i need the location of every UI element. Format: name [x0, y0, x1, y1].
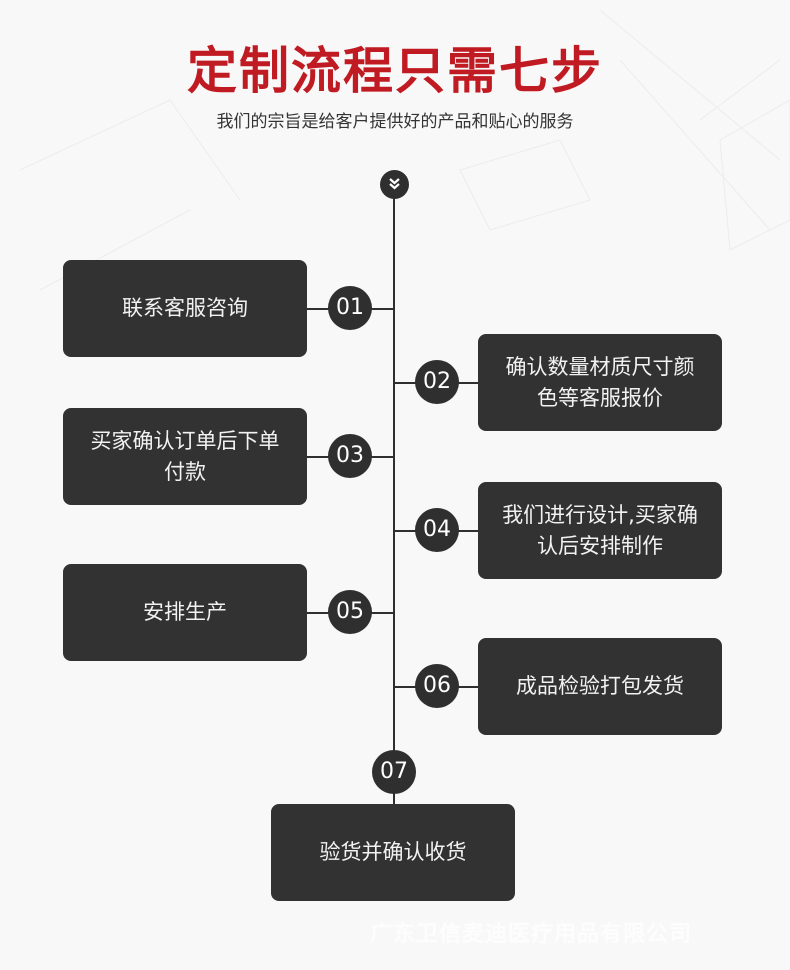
step-04-number-badge: 04: [415, 508, 459, 552]
page-title: 定制流程只需七步: [187, 42, 603, 100]
step-03-box: 买家确认订单后下单付款: [63, 408, 307, 505]
company-watermark: 广东卫信麦迪医疗用品有限公司: [370, 922, 693, 947]
step-07-number-badge: 07: [372, 750, 416, 794]
step-04-box: 我们进行设计,买家确认后安排制作: [478, 482, 722, 579]
step-04-text: 我们进行设计,买家确认后安排制作: [502, 502, 698, 558]
step-05-box: 安排生产: [63, 564, 307, 661]
page-subtitle: 我们的宗旨是给客户提供好的产品和贴心的服务: [216, 112, 574, 132]
step-05-number-badge: 05: [328, 590, 372, 634]
step-01-text: 联系客服咨询: [122, 296, 248, 320]
step-02-box: 确认数量材质尺寸颜色等客服报价: [478, 334, 722, 431]
step-03-number-badge: 03: [328, 434, 372, 478]
step-02-number-badge: 02: [415, 360, 459, 404]
double-chevron-down-icon: [389, 178, 400, 190]
step-06-text: 成品检验打包发货: [516, 674, 684, 698]
timeline-start-marker: [380, 170, 409, 199]
step-06-box: 成品检验打包发货: [478, 638, 722, 735]
step-06-number-badge: 06: [415, 664, 459, 708]
step-03-text: 买家确认订单后下单付款: [90, 428, 280, 484]
step-07-text: 验货并确认收货: [319, 840, 467, 864]
timeline-vertical-line: [393, 196, 395, 804]
step-07-box: 验货并确认收货: [271, 804, 515, 901]
step-01-box: 联系客服咨询: [63, 260, 307, 357]
step-01-number-badge: 01: [328, 286, 372, 330]
step-05-text: 安排生产: [143, 600, 227, 624]
step-02-text: 确认数量材质尺寸颜色等客服报价: [505, 354, 695, 410]
